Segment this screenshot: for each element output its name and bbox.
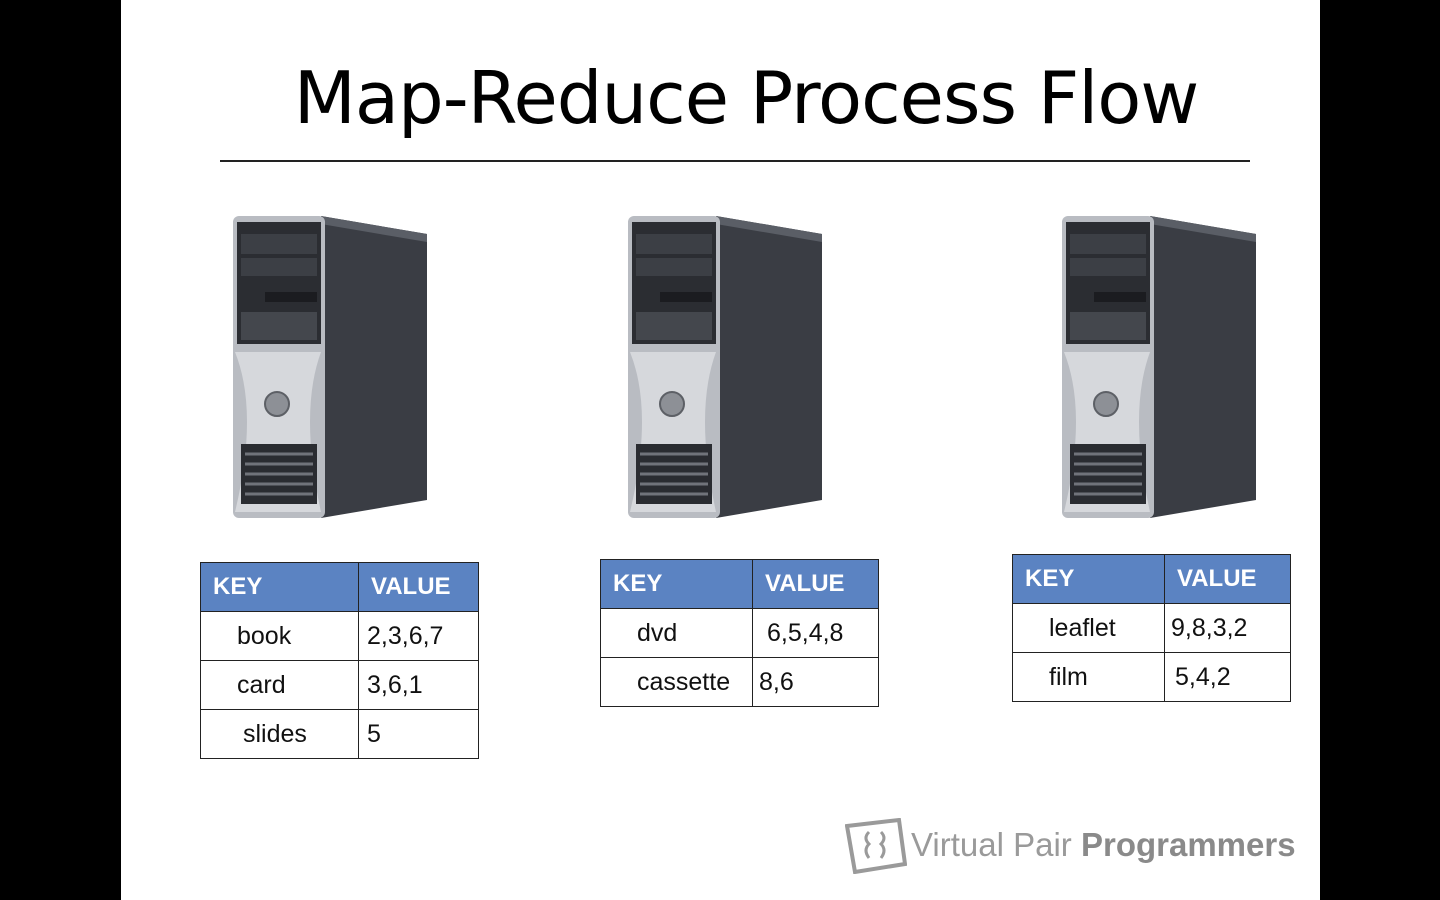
table-row: slides 5 [200, 709, 479, 759]
computer-tower-icon [1062, 216, 1256, 518]
table-header-row: KEY VALUE [200, 562, 479, 612]
value-header: VALUE [752, 559, 879, 609]
key-header: KEY [1012, 554, 1165, 604]
key-cell: dvd [600, 608, 753, 658]
key-cell: cassette [600, 657, 753, 707]
logo-text: Virtual Pair Programmers [911, 826, 1296, 864]
key-value-table-1: KEY VALUE book 2,3,6,7 card 3,6,1 slides… [200, 562, 479, 759]
key-value-table-3: KEY VALUE leaflet 9,8,3,2 film 5,4,2 [1012, 554, 1291, 702]
computer-tower-icon [628, 216, 822, 518]
key-cell: slides [200, 709, 359, 759]
key-cell: card [200, 660, 359, 710]
title-divider [220, 160, 1250, 162]
value-cell: 5,4,2 [1164, 652, 1291, 702]
value-cell: 5 [358, 709, 479, 759]
key-value-table-2: KEY VALUE dvd 6,5,4,8 cassette 8,6 [600, 559, 879, 707]
logo-text-bold: Programmers [1080, 826, 1296, 863]
key-cell: book [200, 611, 359, 661]
slide: Map-Reduce Process Flow [121, 0, 1320, 900]
table-header-row: KEY VALUE [1012, 554, 1291, 604]
key-cell: leaflet [1012, 603, 1165, 653]
table-header-row: KEY VALUE [600, 559, 879, 609]
value-cell: 9,8,3,2 [1164, 603, 1291, 653]
table-row: leaflet 9,8,3,2 [1012, 603, 1291, 653]
value-cell: 2,3,6,7 [358, 611, 479, 661]
table-row: book 2,3,6,7 [200, 611, 479, 661]
computer-tower-icon [233, 216, 427, 518]
value-header: VALUE [1164, 554, 1291, 604]
speech-faces-logo-icon [845, 818, 907, 874]
value-cell: 6,5,4,8 [752, 608, 879, 658]
value-header: VALUE [358, 562, 479, 612]
key-header: KEY [200, 562, 359, 612]
table-row: dvd 6,5,4,8 [600, 608, 879, 658]
slide-title: Map-Reduce Process Flow [293, 56, 1200, 140]
table-row: card 3,6,1 [200, 660, 479, 710]
vpp-logo: Virtual Pair Programmers [845, 818, 1305, 874]
logo-text-light: Virtual Pair [911, 826, 1072, 863]
table-row: cassette 8,6 [600, 657, 879, 707]
table-row: film 5,4,2 [1012, 652, 1291, 702]
key-header: KEY [600, 559, 753, 609]
value-cell: 8,6 [752, 657, 879, 707]
key-cell: film [1012, 652, 1165, 702]
value-cell: 3,6,1 [358, 660, 479, 710]
